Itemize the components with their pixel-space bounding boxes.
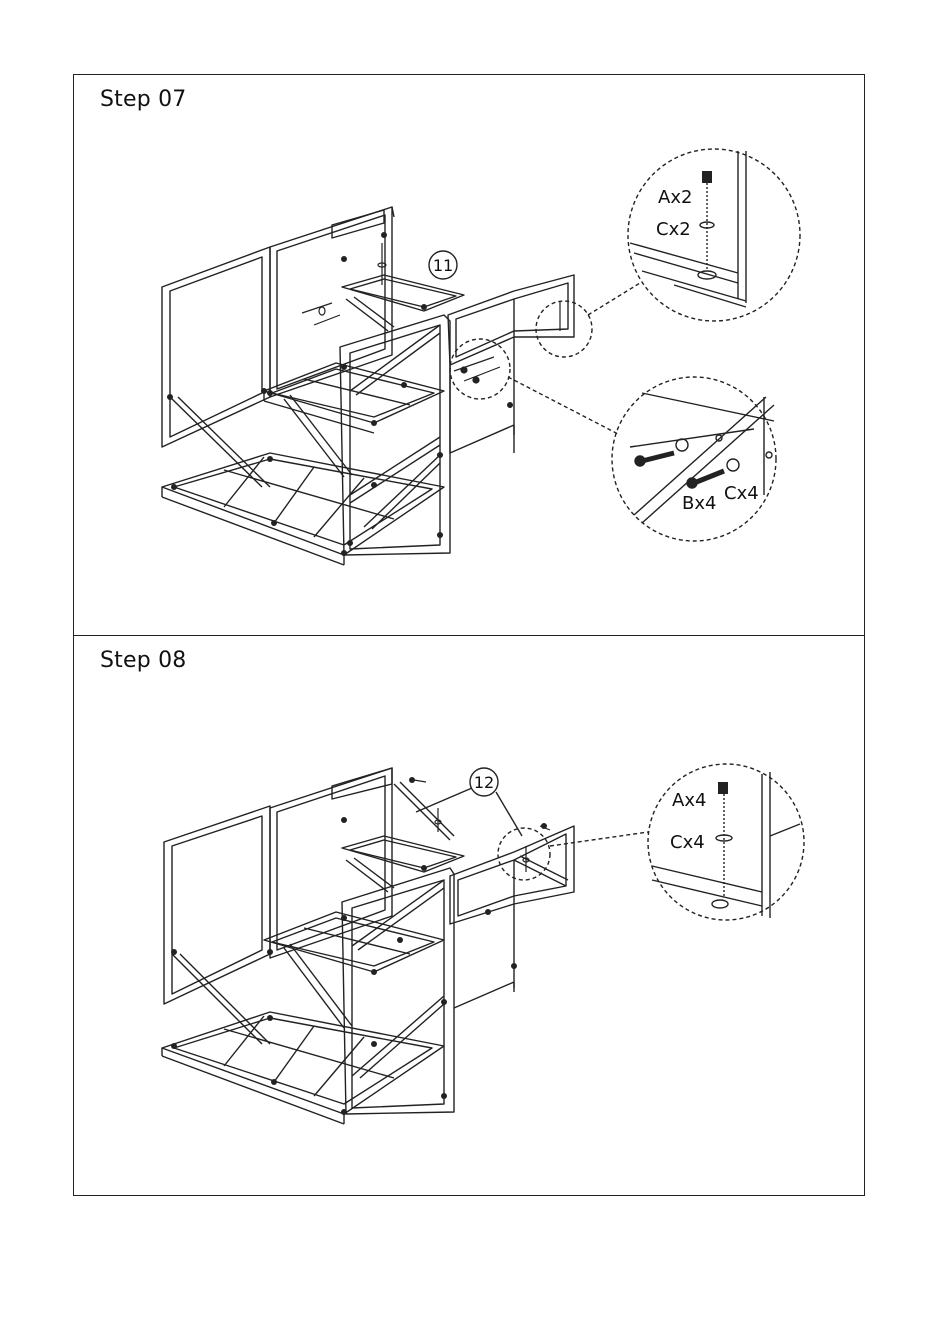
front-right-frame bbox=[340, 315, 450, 555]
step-08-drawing: 12 Ax4 Cx4 bbox=[74, 636, 866, 1197]
detail-top bbox=[628, 149, 800, 321]
detail-bottom bbox=[612, 377, 776, 541]
detail-washer-label: Cx4 bbox=[724, 483, 759, 504]
bottom-base bbox=[162, 1012, 444, 1124]
detail-screw-label: Ax4 bbox=[672, 790, 706, 811]
rear-frame bbox=[270, 207, 394, 397]
detail-bolt-label: Bx4 bbox=[682, 493, 716, 514]
bolt-b-icon bbox=[642, 453, 674, 461]
screw-a-icon bbox=[718, 782, 728, 794]
left-side-frame bbox=[164, 806, 270, 1044]
step-08-panel: Step 08 bbox=[73, 635, 865, 1196]
step-07-panel: Step 07 bbox=[73, 74, 865, 636]
part-callout-number: 12 bbox=[474, 773, 494, 792]
washer-c-icon bbox=[676, 439, 688, 451]
hardware-marks bbox=[414, 780, 550, 872]
screw-a-icon bbox=[702, 171, 712, 183]
detail-washer-label: Cx2 bbox=[656, 219, 691, 240]
zoom-circle bbox=[498, 828, 550, 880]
washer-c-icon bbox=[727, 459, 739, 471]
top-shelf bbox=[342, 275, 574, 453]
part-callout-number: 11 bbox=[433, 256, 453, 275]
left-side-frame bbox=[162, 247, 270, 487]
right-extension bbox=[450, 826, 574, 1008]
detail-washer-label: Cx4 bbox=[670, 832, 705, 853]
rear-frame bbox=[270, 768, 392, 958]
step-07-drawing: 11 Ax2 Cx2 Bx4 Cx4 bbox=[74, 75, 866, 637]
detail-screw-label: Ax2 bbox=[658, 187, 692, 208]
top-shelf bbox=[342, 782, 464, 892]
